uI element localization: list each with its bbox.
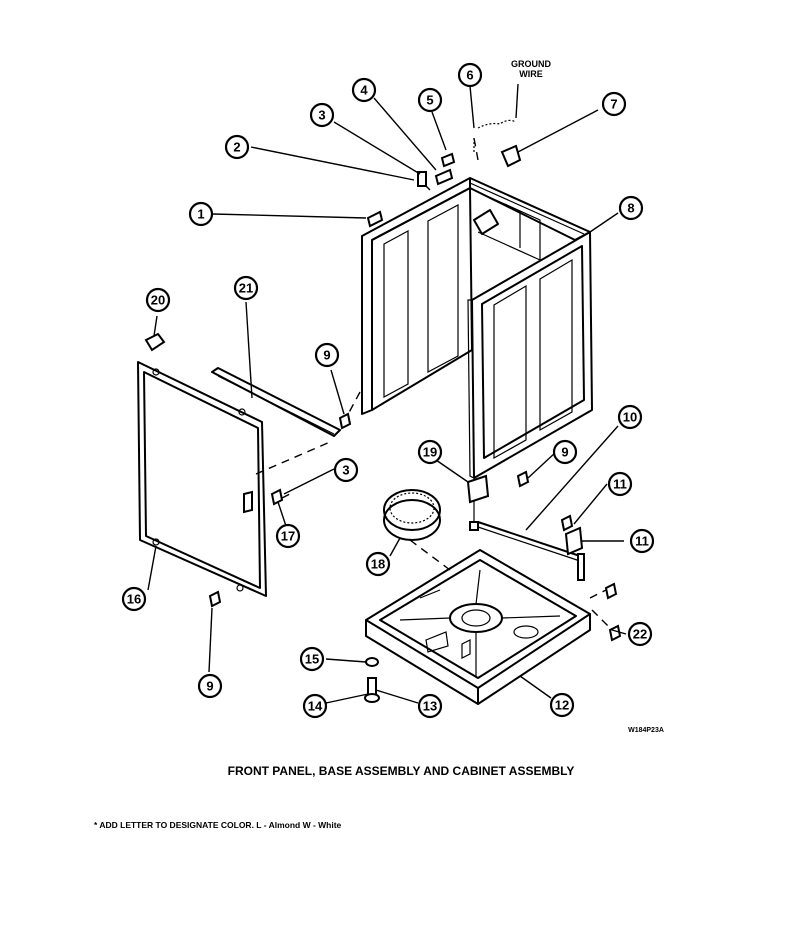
callout-6: 6 [457, 62, 483, 88]
callout-18: 18 [365, 551, 391, 577]
callout-label: 17 [281, 529, 295, 544]
callout-20: 20 [145, 287, 171, 313]
callout-label: 8 [627, 201, 634, 216]
callout-11: 11 [629, 528, 655, 554]
callout-15: 15 [299, 646, 325, 672]
front-strip [211, 367, 341, 437]
callout-3: 3 [309, 102, 335, 128]
callout-label: 16 [127, 592, 141, 607]
ground-wire-label-2: WIRE [519, 69, 543, 79]
callout-label: 20 [151, 293, 165, 308]
callout-7: 7 [601, 91, 627, 117]
drawing-code: W184P23A [628, 727, 664, 734]
callout-label: 2 [233, 140, 240, 155]
callout-label: 15 [305, 652, 319, 667]
callout-label: 9 [206, 679, 213, 694]
callout-8: 8 [618, 195, 644, 221]
callout-11: 11 [607, 471, 633, 497]
diagram-title: FRONT PANEL, BASE ASSEMBLY AND CABINET A… [228, 764, 575, 778]
callout-label: 5 [426, 93, 433, 108]
callout-9: 9 [197, 673, 223, 699]
callout-13: 13 [417, 693, 443, 719]
callout-17: 17 [275, 523, 301, 549]
callout-1: 1 [188, 201, 214, 227]
callout-12: 12 [549, 692, 575, 718]
callout-3: 3 [333, 457, 359, 483]
callout-14: 14 [302, 693, 328, 719]
base-assembly [365, 549, 591, 705]
callout-label: 12 [555, 698, 569, 713]
callout-label: 1 [197, 207, 204, 222]
callout-5: 5 [417, 87, 443, 113]
callout-16: 16 [121, 586, 147, 612]
callout-9: 9 [552, 439, 578, 465]
callout-label: 10 [623, 410, 637, 425]
callout-label: 3 [318, 108, 325, 123]
cabinet-assembly [361, 177, 593, 479]
ground-wire: GROUND WIRE [477, 59, 551, 129]
callout-label: 22 [633, 627, 647, 642]
bracket-12 [564, 526, 584, 556]
callout-22: 22 [627, 621, 653, 647]
callout-4: 4 [351, 77, 377, 103]
callout-label: 19 [423, 445, 437, 460]
callout-2: 2 [224, 134, 250, 160]
base-brace [466, 474, 585, 581]
callout-label: 13 [423, 699, 437, 714]
callout-label: 11 [613, 477, 627, 492]
ground-wire-label-1: GROUND [511, 59, 551, 69]
callout-19: 19 [417, 439, 443, 465]
top-fasteners [366, 138, 475, 228]
tub-ring [383, 489, 441, 541]
color-footnote: * ADD LETTER TO DESIGNATE COLOR. L - Alm… [94, 820, 342, 830]
callout-10: 10 [617, 404, 643, 430]
callout-label: 9 [323, 348, 330, 363]
callout-label: 6 [466, 68, 473, 83]
callout-label: 3 [342, 463, 349, 478]
front-panel [137, 361, 267, 597]
callout-label: 18 [371, 557, 385, 572]
top-bracket [144, 332, 166, 352]
callout-label: 21 [239, 281, 253, 296]
callout-21: 21 [233, 275, 259, 301]
leveling-foot [364, 657, 380, 703]
callout-label: 7 [610, 97, 617, 112]
callout-label: 14 [308, 699, 323, 714]
callout-label: 4 [360, 83, 368, 98]
callout-9: 9 [314, 342, 340, 368]
callout-label: 11 [635, 534, 649, 549]
ground-bracket [500, 144, 522, 168]
leader-lines [147, 85, 627, 704]
callout-label: 9 [561, 445, 568, 460]
